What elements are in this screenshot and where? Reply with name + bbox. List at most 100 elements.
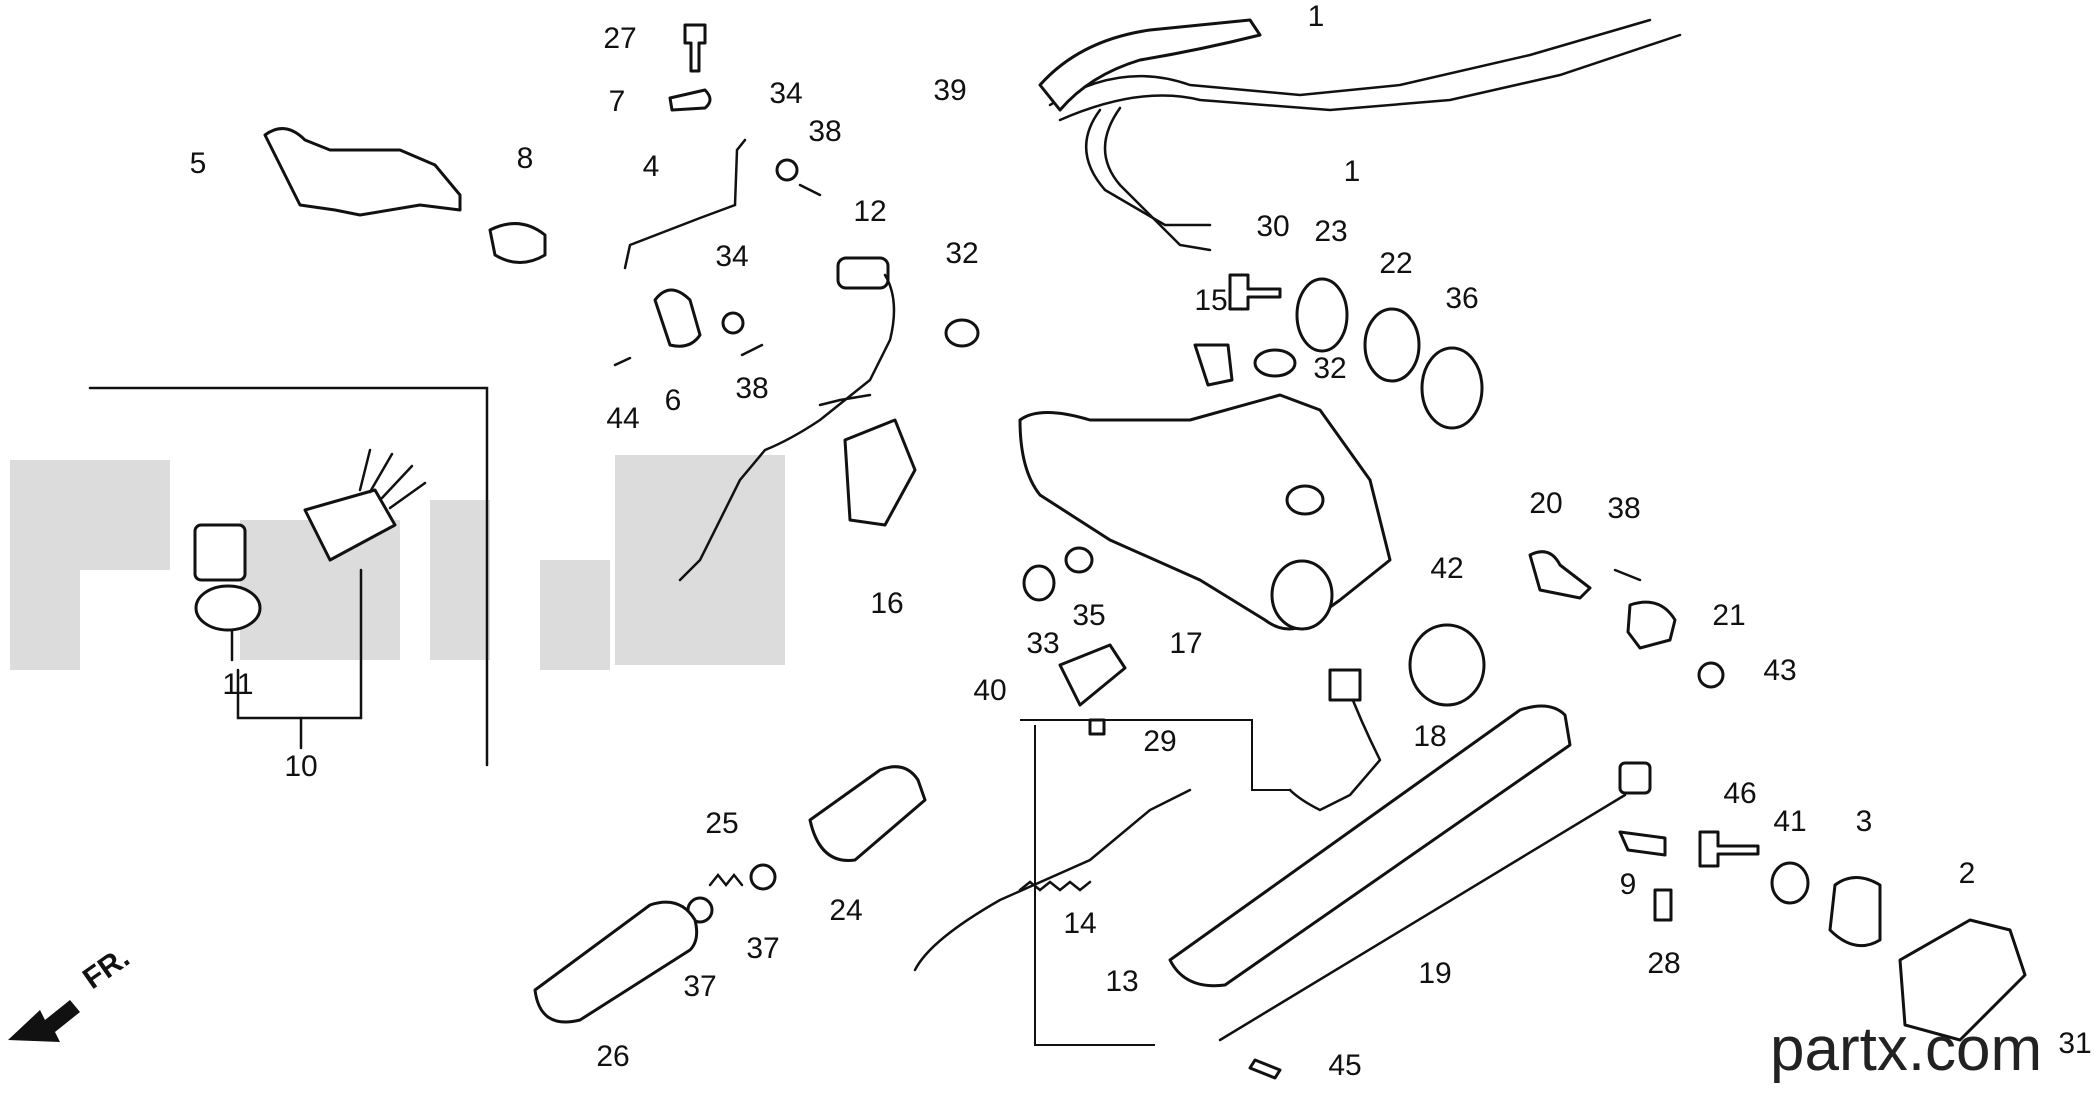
callout-16: 16 bbox=[870, 587, 903, 620]
part-43-nut bbox=[1697, 661, 1725, 689]
part-25-spring bbox=[708, 872, 744, 888]
part-40-clamp bbox=[1058, 643, 1127, 707]
part-27-bolt bbox=[683, 23, 707, 73]
callout-40: 40 bbox=[973, 674, 1006, 707]
callout-45: 45 bbox=[1328, 1049, 1361, 1082]
part-1-cables bbox=[1038, 18, 1682, 252]
callout-34: 34 bbox=[715, 240, 748, 273]
part-18-tiller-handle bbox=[1168, 704, 1572, 988]
part-14-spring bbox=[1018, 880, 1092, 892]
callout-38: 38 bbox=[1607, 492, 1640, 525]
callout-31: 31 bbox=[2058, 1027, 2091, 1060]
front-arrow-icon: FR. bbox=[8, 941, 136, 1042]
callout-37: 37 bbox=[683, 970, 716, 1003]
part-41-collar bbox=[1770, 861, 1810, 905]
part-21-clamp bbox=[1626, 600, 1677, 650]
callout-10: 10 bbox=[284, 750, 317, 783]
part-3-lever bbox=[1828, 876, 1882, 948]
watermark bbox=[10, 455, 785, 670]
part-34-washer bbox=[775, 158, 799, 182]
part-32-bushing bbox=[944, 318, 980, 348]
callout-2: 2 bbox=[1959, 857, 1976, 890]
callout-28: 28 bbox=[1647, 947, 1680, 980]
callout-8: 8 bbox=[517, 142, 534, 175]
stop-switch-wire bbox=[1288, 678, 1382, 812]
callout-33: 33 bbox=[1026, 627, 1059, 660]
part-13-cable bbox=[913, 788, 1192, 972]
callout-42: 42 bbox=[1430, 552, 1463, 585]
callout-44: 44 bbox=[606, 402, 639, 435]
callout-3: 3 bbox=[1856, 805, 1873, 838]
part-2-bracket bbox=[1898, 918, 2027, 1042]
part-35-washer bbox=[1064, 546, 1094, 574]
orientation-label: FR. bbox=[77, 941, 136, 996]
part-15-clip bbox=[1193, 343, 1234, 387]
callout-21: 21 bbox=[1712, 599, 1745, 632]
part-28-screw bbox=[1653, 888, 1673, 922]
part-36-seal bbox=[1420, 346, 1484, 430]
part-8-clip bbox=[488, 222, 547, 264]
callout-12: 12 bbox=[853, 195, 886, 228]
callout-14: 14 bbox=[1063, 907, 1096, 940]
callout-13: 13 bbox=[1105, 965, 1138, 998]
callout-46: 46 bbox=[1723, 777, 1756, 810]
callout-5: 5 bbox=[190, 147, 207, 180]
callout-9: 9 bbox=[1620, 868, 1637, 901]
callout-20: 20 bbox=[1529, 487, 1562, 520]
part-4-rod bbox=[623, 138, 747, 270]
callout-34: 34 bbox=[769, 77, 802, 110]
callout-32: 32 bbox=[945, 237, 978, 270]
part-33-bushing bbox=[1022, 564, 1056, 602]
part-17-tiller-housing bbox=[1018, 393, 1392, 631]
callout-6: 6 bbox=[665, 384, 682, 417]
callout-43: 43 bbox=[1763, 654, 1796, 687]
callout-35: 35 bbox=[1072, 599, 1105, 632]
part-29-screw bbox=[1088, 718, 1106, 736]
callout-11: 11 bbox=[222, 668, 253, 701]
callout-7: 7 bbox=[609, 85, 626, 118]
callout-18: 18 bbox=[1413, 720, 1446, 753]
callout-37: 37 bbox=[746, 932, 779, 965]
part-20-bracket bbox=[1528, 550, 1592, 600]
callout-38: 38 bbox=[735, 372, 768, 405]
callout-15: 15 bbox=[1194, 284, 1227, 317]
part-23-disc bbox=[1295, 277, 1349, 353]
callout-29: 29 bbox=[1143, 725, 1176, 758]
part-19-shaft bbox=[1218, 793, 1627, 1042]
callout-38: 38 bbox=[808, 115, 841, 148]
part-30-bolt bbox=[1228, 273, 1282, 311]
part-12-harness bbox=[678, 256, 896, 582]
part-26-grip bbox=[533, 900, 699, 1024]
part-24-throttle-sleeve bbox=[808, 765, 927, 862]
part-46-bolt bbox=[1698, 830, 1760, 868]
site-watermark: partx.com bbox=[1770, 1015, 2042, 1084]
callout-26: 26 bbox=[596, 1040, 629, 1073]
part-32-nut bbox=[1253, 348, 1297, 378]
part-42-grommet bbox=[1408, 623, 1486, 707]
callout-1: 1 bbox=[1344, 155, 1361, 188]
callout-24: 24 bbox=[829, 894, 862, 927]
callout-36: 36 bbox=[1445, 282, 1478, 315]
part-5-lever bbox=[263, 127, 462, 217]
callout-30: 30 bbox=[1256, 210, 1289, 243]
callout-25: 25 bbox=[705, 807, 738, 840]
part-34-washer bbox=[721, 311, 745, 335]
part-7-plate bbox=[668, 88, 712, 112]
part-45-pin bbox=[1248, 1058, 1282, 1080]
callout-22: 22 bbox=[1379, 247, 1412, 280]
callout-39: 39 bbox=[933, 74, 966, 107]
callout-41: 41 bbox=[1773, 805, 1806, 838]
callout-32: 32 bbox=[1313, 352, 1346, 385]
part-22-ring bbox=[1363, 307, 1421, 383]
callout-4: 4 bbox=[643, 150, 660, 183]
part-9-plate bbox=[1618, 830, 1667, 857]
callout-17: 17 bbox=[1169, 627, 1202, 660]
callout-27: 27 bbox=[603, 22, 636, 55]
part-6-bracket bbox=[653, 288, 702, 348]
callout-1: 1 bbox=[1308, 0, 1325, 33]
callout-19: 19 bbox=[1418, 957, 1451, 990]
part-16-regulator bbox=[843, 418, 917, 527]
part-37-washer bbox=[749, 863, 777, 891]
